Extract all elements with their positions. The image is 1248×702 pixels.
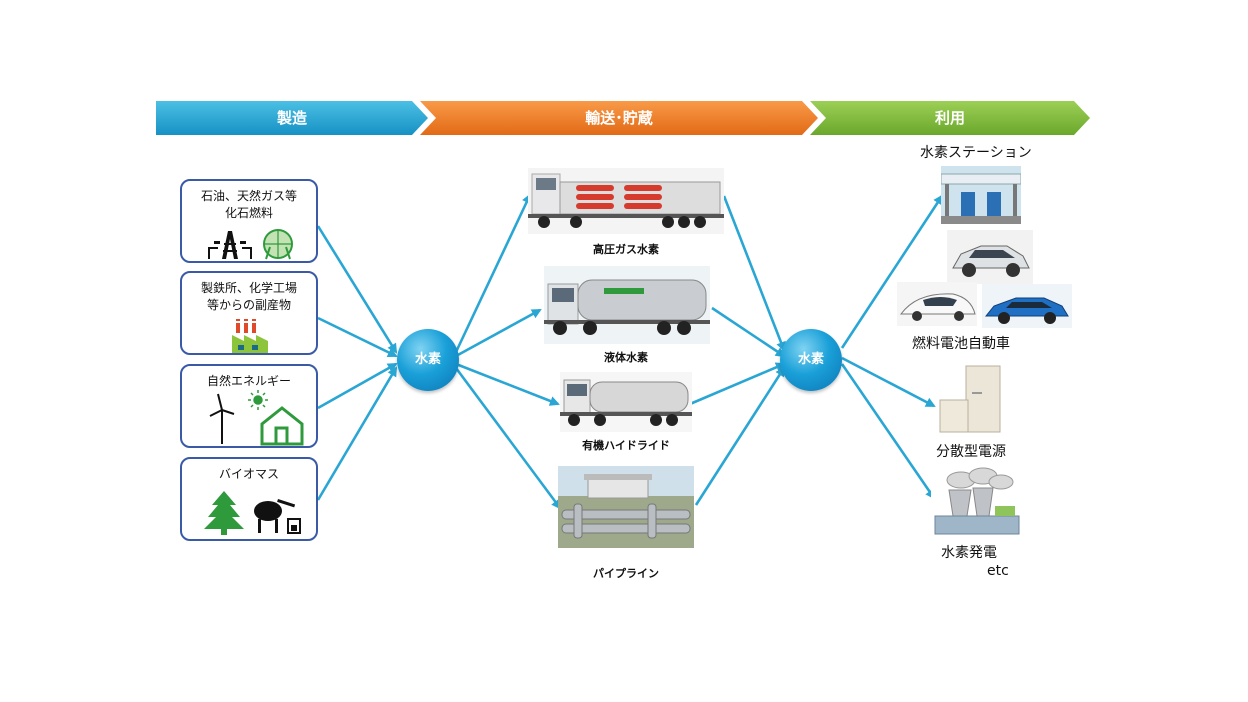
banner-shape-transport — [420, 101, 818, 135]
gas-trailer-truck-illustration — [528, 168, 724, 234]
source-box-biomass: バイオマス — [180, 457, 318, 541]
hydrogen-power-plant-photo — [931, 466, 1023, 538]
blue-sedan-illustration — [982, 284, 1072, 328]
source-label-fossil: 石油、天然ガス等 化石燃料 — [182, 188, 316, 222]
arrow-gas-truck-to-hub — [722, 195, 786, 352]
use-label-fcv: 燃料電池自動車 — [912, 336, 1010, 352]
arrow-source4-to-hub — [316, 366, 398, 501]
arrow-source1-to-hub — [316, 225, 398, 354]
liquid-hydrogen-tanker-truck — [544, 266, 710, 344]
use-label-power: 水素発電 — [941, 545, 997, 561]
banner-shape-production — [156, 101, 428, 135]
source-label-fossil-line1: 石油、天然ガス等 — [200, 189, 297, 203]
transport-label-gas: 高圧ガス水素 — [593, 243, 659, 256]
transport-label-liquid: 液体水素 — [604, 351, 648, 364]
distributed-power-unit-photo — [936, 362, 1008, 436]
arrow-hub-to-liquid-truck — [455, 308, 542, 358]
stage-label-production: 製造 — [276, 109, 307, 127]
arrow-hub-to-distributed — [841, 356, 936, 408]
concept-car-illustration — [897, 282, 977, 326]
source-label-byproduct: 製鉄所、化学工場 等からの副産物 — [182, 280, 316, 314]
use-label-etc: etc — [987, 563, 1009, 579]
transport-label-hydride: 有機ハイドライド — [582, 439, 670, 452]
stage-label-transport: 輸送･貯蔵 — [585, 109, 653, 127]
fuel-cell-suv-photo — [947, 230, 1033, 284]
stage-label-use: 利用 — [934, 109, 965, 127]
pipeline-illustration — [558, 466, 694, 548]
arrow-liquid-truck-to-hub — [711, 306, 786, 358]
arrow-hydride-truck-to-hub — [689, 362, 786, 406]
hydrogen-station-photo — [941, 166, 1021, 224]
banner-shape-use — [810, 101, 1090, 135]
power-plant-illustration — [931, 466, 1023, 538]
source-label-biomass-line1: バイオマス — [218, 467, 279, 481]
arrow-hub-to-gas-truck — [454, 193, 532, 353]
transport-label-pipeline: パイプライン — [593, 567, 659, 580]
hydrogen-hub-left: 水素 — [397, 329, 459, 391]
arrow-hub-to-power — [840, 363, 936, 500]
hydrogen-station-illustration — [941, 166, 1021, 224]
organic-hydride-tanker-truck — [560, 372, 692, 432]
liquid-tanker-truck-illustration — [544, 266, 710, 344]
arrow-hub-to-pipeline — [454, 367, 562, 510]
arrow-source2-to-hub — [317, 316, 398, 358]
source-label-fossil-line2: 化石燃料 — [224, 206, 273, 220]
source-label-renewable: 自然エネルギー — [182, 373, 316, 390]
arrow-hub-to-hydride-truck — [455, 362, 560, 406]
use-label-station: 水素ステーション — [920, 145, 1032, 161]
fuel-cell-suv-illustration — [947, 230, 1033, 284]
fuel-cell-unit-illustration — [936, 362, 1008, 436]
source-label-byproduct-line2: 等からの副産物 — [206, 298, 291, 312]
source-label-renewable-line1: 自然エネルギー — [206, 374, 291, 388]
source-label-byproduct-line1: 製鉄所、化学工場 — [200, 281, 297, 295]
tree-and-biomass-plant-icon — [204, 491, 301, 535]
arrow-source3-to-hub — [317, 362, 398, 410]
source-box-renewable: 自然エネルギー — [180, 364, 318, 448]
source-box-fossil: 石油、天然ガス等 化石燃料 — [180, 179, 318, 263]
factory-icon — [232, 319, 268, 353]
use-label-distributed: 分散型電源 — [936, 444, 1006, 460]
high-pressure-gas-trailer-truck — [528, 168, 724, 234]
fuel-cell-concept-car-photo — [897, 282, 977, 326]
hydride-tanker-truck-illustration — [560, 372, 692, 432]
source-label-biomass: バイオマス — [182, 466, 316, 483]
wind-turbine-and-solar-house-icon — [209, 390, 304, 446]
oil-derrick-and-gas-tank-icon — [208, 229, 293, 260]
pipeline-facility — [558, 466, 694, 548]
source-box-byproduct: 製鉄所、化学工場 等からの副産物 — [180, 271, 318, 355]
hydrogen-hub-right: 水素 — [780, 329, 842, 391]
arrow-pipeline-to-hub — [694, 366, 786, 506]
stage-banner-production: 製造 — [156, 101, 428, 135]
stage-banner-transport: 輸送･貯蔵 — [420, 101, 818, 135]
stage-banner-use: 利用 — [810, 101, 1090, 135]
fuel-cell-sedan-photo — [982, 284, 1072, 328]
